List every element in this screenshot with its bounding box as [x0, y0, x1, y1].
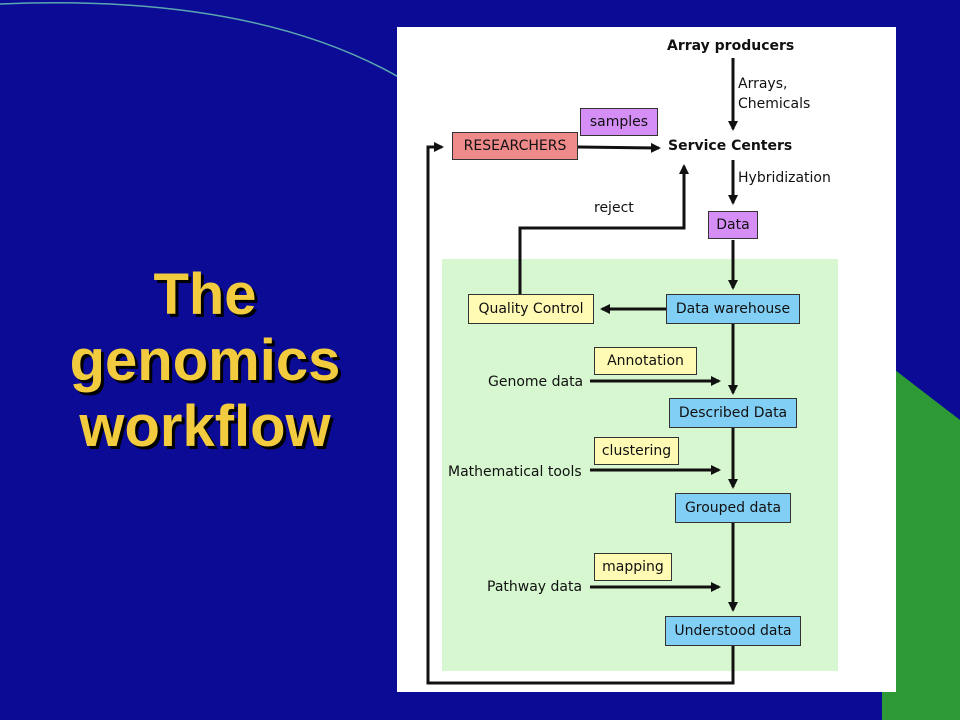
slide-title: The genomics workflow — [40, 262, 370, 460]
node-quality-control: Quality Control — [468, 294, 594, 324]
title-line-3: workflow — [79, 394, 331, 459]
node-data: Data — [708, 211, 758, 239]
node-array-producers: Array producers — [667, 38, 795, 54]
node-researchers: RESEARCHERS — [452, 132, 578, 160]
analysis-area — [442, 259, 838, 671]
label-pathway-data: Pathway data — [487, 579, 583, 595]
decorative-curve — [0, 2, 421, 91]
label-hybridization: Hybridization — [738, 170, 831, 186]
node-annotation: Annotation — [594, 347, 697, 375]
node-grouped-data: Grouped data — [675, 493, 791, 523]
label-genome-data: Genome data — [488, 374, 584, 390]
node-described-data: Described Data — [669, 398, 797, 428]
label-arrays: Arrays, — [738, 76, 788, 92]
node-understood-data: Understood data — [665, 616, 801, 646]
arrow-reject-loop — [518, 164, 689, 295]
node-data-warehouse: Data warehouse — [666, 294, 800, 324]
title-line-1: The — [153, 262, 257, 327]
label-chemicals: Chemicals — [738, 96, 811, 112]
arrow-feedback-to-researchers — [426, 142, 735, 685]
node-clustering: clustering — [594, 437, 679, 465]
arrow-researchers-to-service — [577, 142, 661, 153]
decorative-green-shape — [882, 360, 960, 720]
label-mathematical-tools: Mathematical tools — [448, 464, 582, 480]
label-reject: reject — [594, 200, 634, 216]
node-mapping: mapping — [594, 553, 672, 581]
node-samples: samples — [580, 108, 658, 136]
title-line-2: genomics — [69, 328, 341, 393]
node-service-centers: Service Centers — [668, 138, 793, 154]
